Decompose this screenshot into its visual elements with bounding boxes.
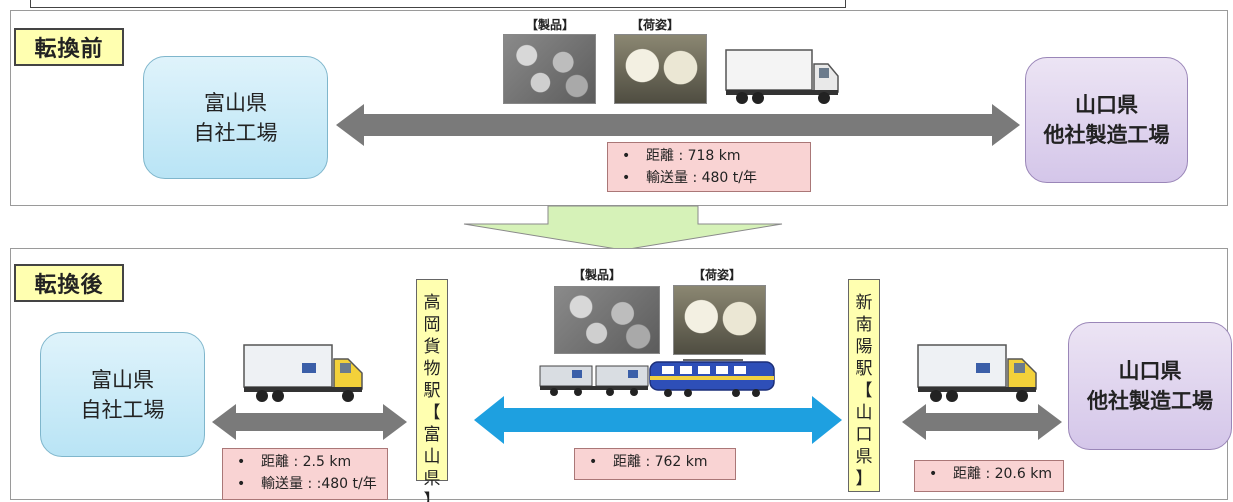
station-char: 岡 (423, 315, 441, 335)
before-truck-icon (725, 49, 839, 104)
bullet: • (237, 476, 246, 492)
station-char: 物 (423, 359, 441, 379)
distance-value: 距離 : 762 km (613, 454, 708, 470)
after-origin-truck-arrow (212, 404, 407, 440)
origin-freight-station: 高 岡 貨 物 駅 【 富 山 県 】 (416, 279, 448, 502)
transition-arrow (463, 205, 783, 251)
after-destination-truck-icon (917, 344, 1037, 402)
volume-value: 輸送量 : 480 t/年 (646, 170, 757, 186)
distance-value: 距離 : 20.6 km (953, 466, 1052, 482)
before-origin-plant: 富山県 自社工場 (143, 56, 328, 179)
after-destination-plant: 山口県 他社製造工場 (1068, 322, 1232, 450)
after-packing-label: 【荷姿】 (692, 268, 741, 282)
origin-prefecture: 富山県 (91, 367, 154, 392)
volume-value: 輸送量 : :480 t/年 (261, 476, 377, 492)
before-product-photo (503, 34, 596, 104)
after-rail-arrow (474, 396, 842, 444)
station-char: 山 (855, 403, 873, 423)
after-destination-truck-arrow (902, 404, 1062, 440)
after-origin-truck-icon (243, 344, 363, 402)
after-rail-info: • 距離 : 762 km (574, 448, 736, 480)
station-char: 南 (855, 315, 873, 335)
station-char: 富 (423, 425, 441, 445)
station-char: 口 (855, 425, 873, 445)
station-char: 】 (855, 469, 873, 489)
distance-value: 距離 : 718 km (646, 148, 741, 164)
freight-train-icon (539, 359, 775, 397)
station-char: 【 (423, 403, 441, 423)
station-char: 山 (423, 447, 441, 467)
before-product-label: 【製品】 (525, 18, 574, 32)
before-section-tag: 転換前 (14, 28, 124, 66)
before-info-box: • 距離 : 718 km • 輸送量 : 480 t/年 (607, 142, 811, 192)
bullet: • (622, 148, 631, 164)
after-product-photo (554, 286, 660, 354)
distance-value: 距離 : 2.5 km (261, 454, 352, 470)
after-origin-plant: 富山県 自社工場 (40, 332, 205, 457)
bullet: • (622, 170, 631, 186)
station-char: 貨 (423, 337, 441, 357)
before-destination-plant: 山口県 他社製造工場 (1025, 57, 1188, 183)
after-destination-truck-info: • 距離 : 20.6 km (914, 460, 1064, 492)
after-packing-photo (673, 285, 766, 355)
before-truck-arrow (336, 104, 1020, 146)
station-char: 陽 (855, 337, 873, 357)
after-product-label: 【製品】 (572, 268, 621, 282)
after-origin-truck-info: • 距離 : 2.5 km • 輸送量 : :480 t/年 (222, 448, 388, 500)
station-char: 県 (423, 469, 441, 489)
origin-prefecture: 富山県 (204, 90, 267, 115)
destination-prefecture: 山口県 (1118, 359, 1182, 383)
station-char: 新 (855, 293, 873, 313)
station-char: 駅 (423, 381, 441, 401)
origin-facility: 自社工場 (80, 397, 165, 422)
after-section-tag: 転換後 (14, 264, 124, 302)
destination-prefecture: 山口県 (1075, 93, 1138, 117)
before-packing-photo (614, 34, 707, 104)
destination-facility: 他社製造工場 (1043, 123, 1170, 147)
origin-facility: 自社工場 (193, 120, 278, 145)
destination-facility: 他社製造工場 (1087, 389, 1213, 413)
bullet: • (237, 454, 246, 470)
station-char: 県 (855, 447, 873, 467)
bullet: • (589, 454, 598, 470)
bullet: • (929, 466, 938, 482)
before-packing-label: 【荷姿】 (630, 18, 679, 32)
station-char: 駅 (855, 359, 873, 379)
station-char: 】 (423, 491, 441, 502)
station-char: 高 (423, 293, 441, 313)
station-char: 【 (855, 381, 873, 401)
destination-freight-station: 新 南 陽 駅 【 山 口 県 】 (848, 279, 880, 492)
top-frame-line (30, 0, 846, 8)
